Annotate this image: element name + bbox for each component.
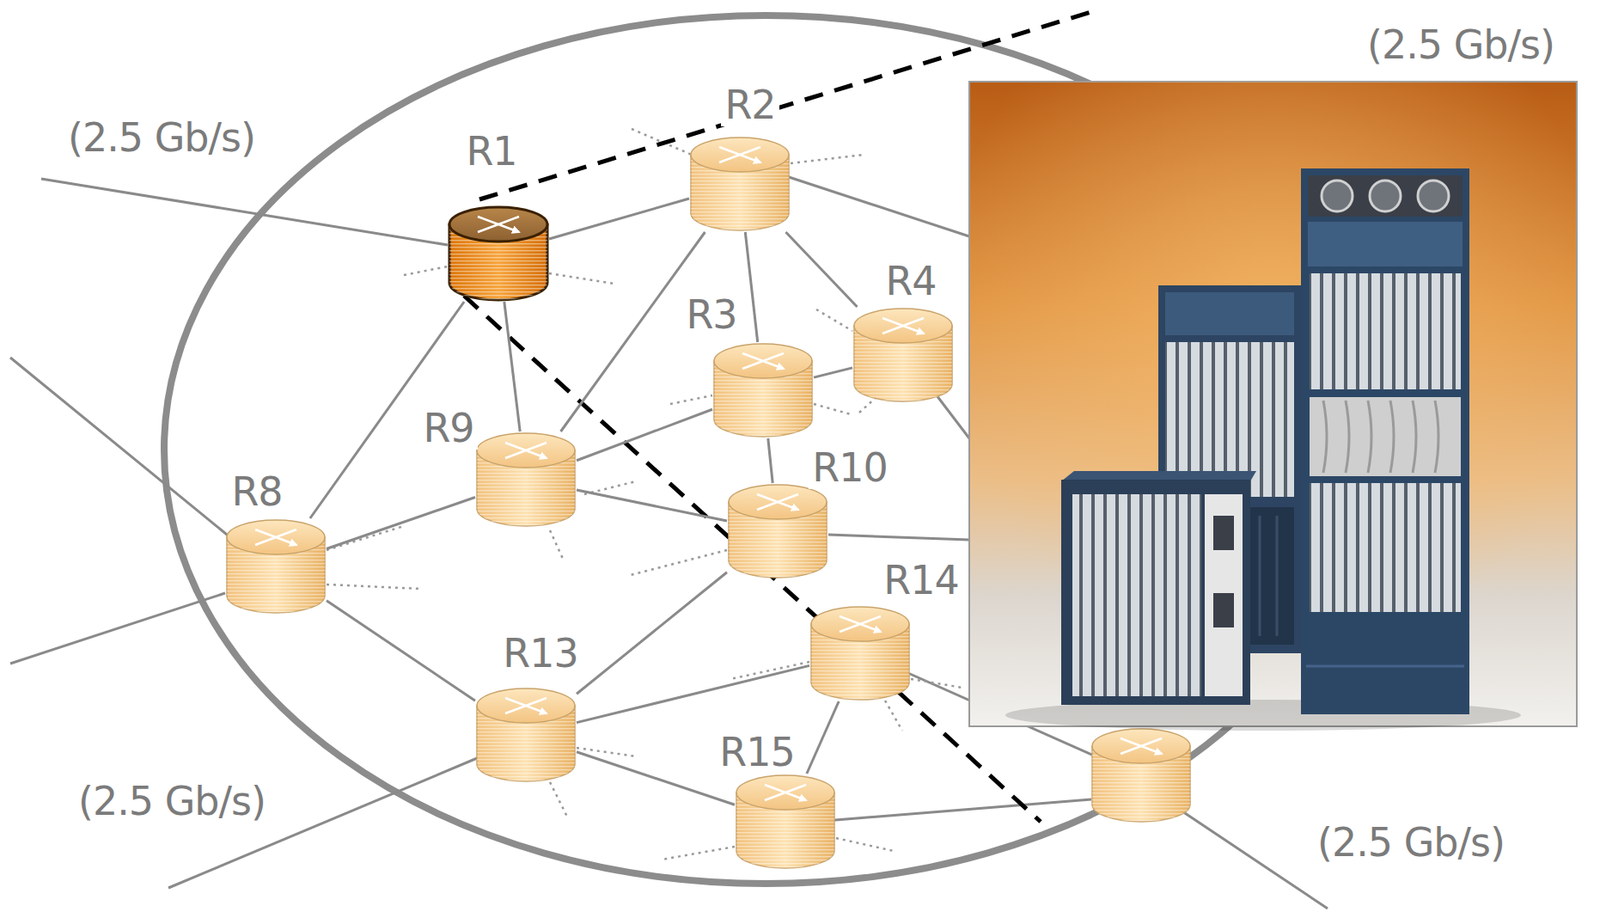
link-line <box>576 751 735 806</box>
link-line <box>504 301 520 432</box>
link-speed-label: (2.5 Gb/s) <box>74 779 269 824</box>
router-node: R13 <box>475 686 577 783</box>
router-cylinder <box>734 773 837 870</box>
router-label: R10 <box>808 445 892 490</box>
edge-router <box>1092 728 1191 822</box>
router-cylinder <box>689 135 791 233</box>
router-label: R3 <box>682 293 740 337</box>
link-line <box>806 701 839 774</box>
link-line <box>326 600 476 702</box>
router-node: R15 <box>734 773 837 870</box>
router-node: R1 <box>447 205 550 302</box>
router-label: R2 <box>720 83 779 128</box>
router-node: R10 <box>726 482 829 580</box>
link-line <box>785 232 857 307</box>
router-node: R3 <box>712 341 814 439</box>
link-line <box>549 198 690 239</box>
router-label: R9 <box>419 406 477 451</box>
router-node: R8 <box>225 518 327 615</box>
router-cylinder <box>712 341 814 439</box>
router-cylinder <box>475 686 577 783</box>
link-speed-label: (2.5 Gb/s) <box>64 116 259 160</box>
link-line <box>576 572 727 695</box>
router-cylinder <box>852 306 954 404</box>
link-line <box>745 232 758 342</box>
router-cylinder <box>225 518 327 615</box>
router-node: R4 <box>852 306 954 404</box>
router-node: R2 <box>689 135 791 233</box>
router-cylinder <box>475 431 577 528</box>
link-line <box>576 665 810 722</box>
link-speed-label: (2.5 Gb/s) <box>1363 23 1558 68</box>
router-cylinder <box>809 604 911 702</box>
router-cylinder <box>726 482 829 580</box>
access-stubs <box>326 128 963 860</box>
router-cylinder <box>447 205 550 302</box>
link-line <box>576 409 713 461</box>
link-line <box>813 367 853 378</box>
router-node: R14 <box>809 604 911 702</box>
router-label: R4 <box>881 259 940 304</box>
link-speed-label: (2.5 Gb/s) <box>1313 820 1509 865</box>
router-photo <box>969 81 1577 731</box>
router-label: R13 <box>499 631 582 676</box>
link-line <box>326 496 476 549</box>
router-label: R8 <box>227 470 286 514</box>
link-line <box>768 438 773 483</box>
router-label: R1 <box>462 129 520 174</box>
router-node: R9 <box>475 431 577 528</box>
link-line <box>576 489 727 521</box>
router-label: R15 <box>715 730 799 775</box>
router-label: R14 <box>879 558 963 603</box>
